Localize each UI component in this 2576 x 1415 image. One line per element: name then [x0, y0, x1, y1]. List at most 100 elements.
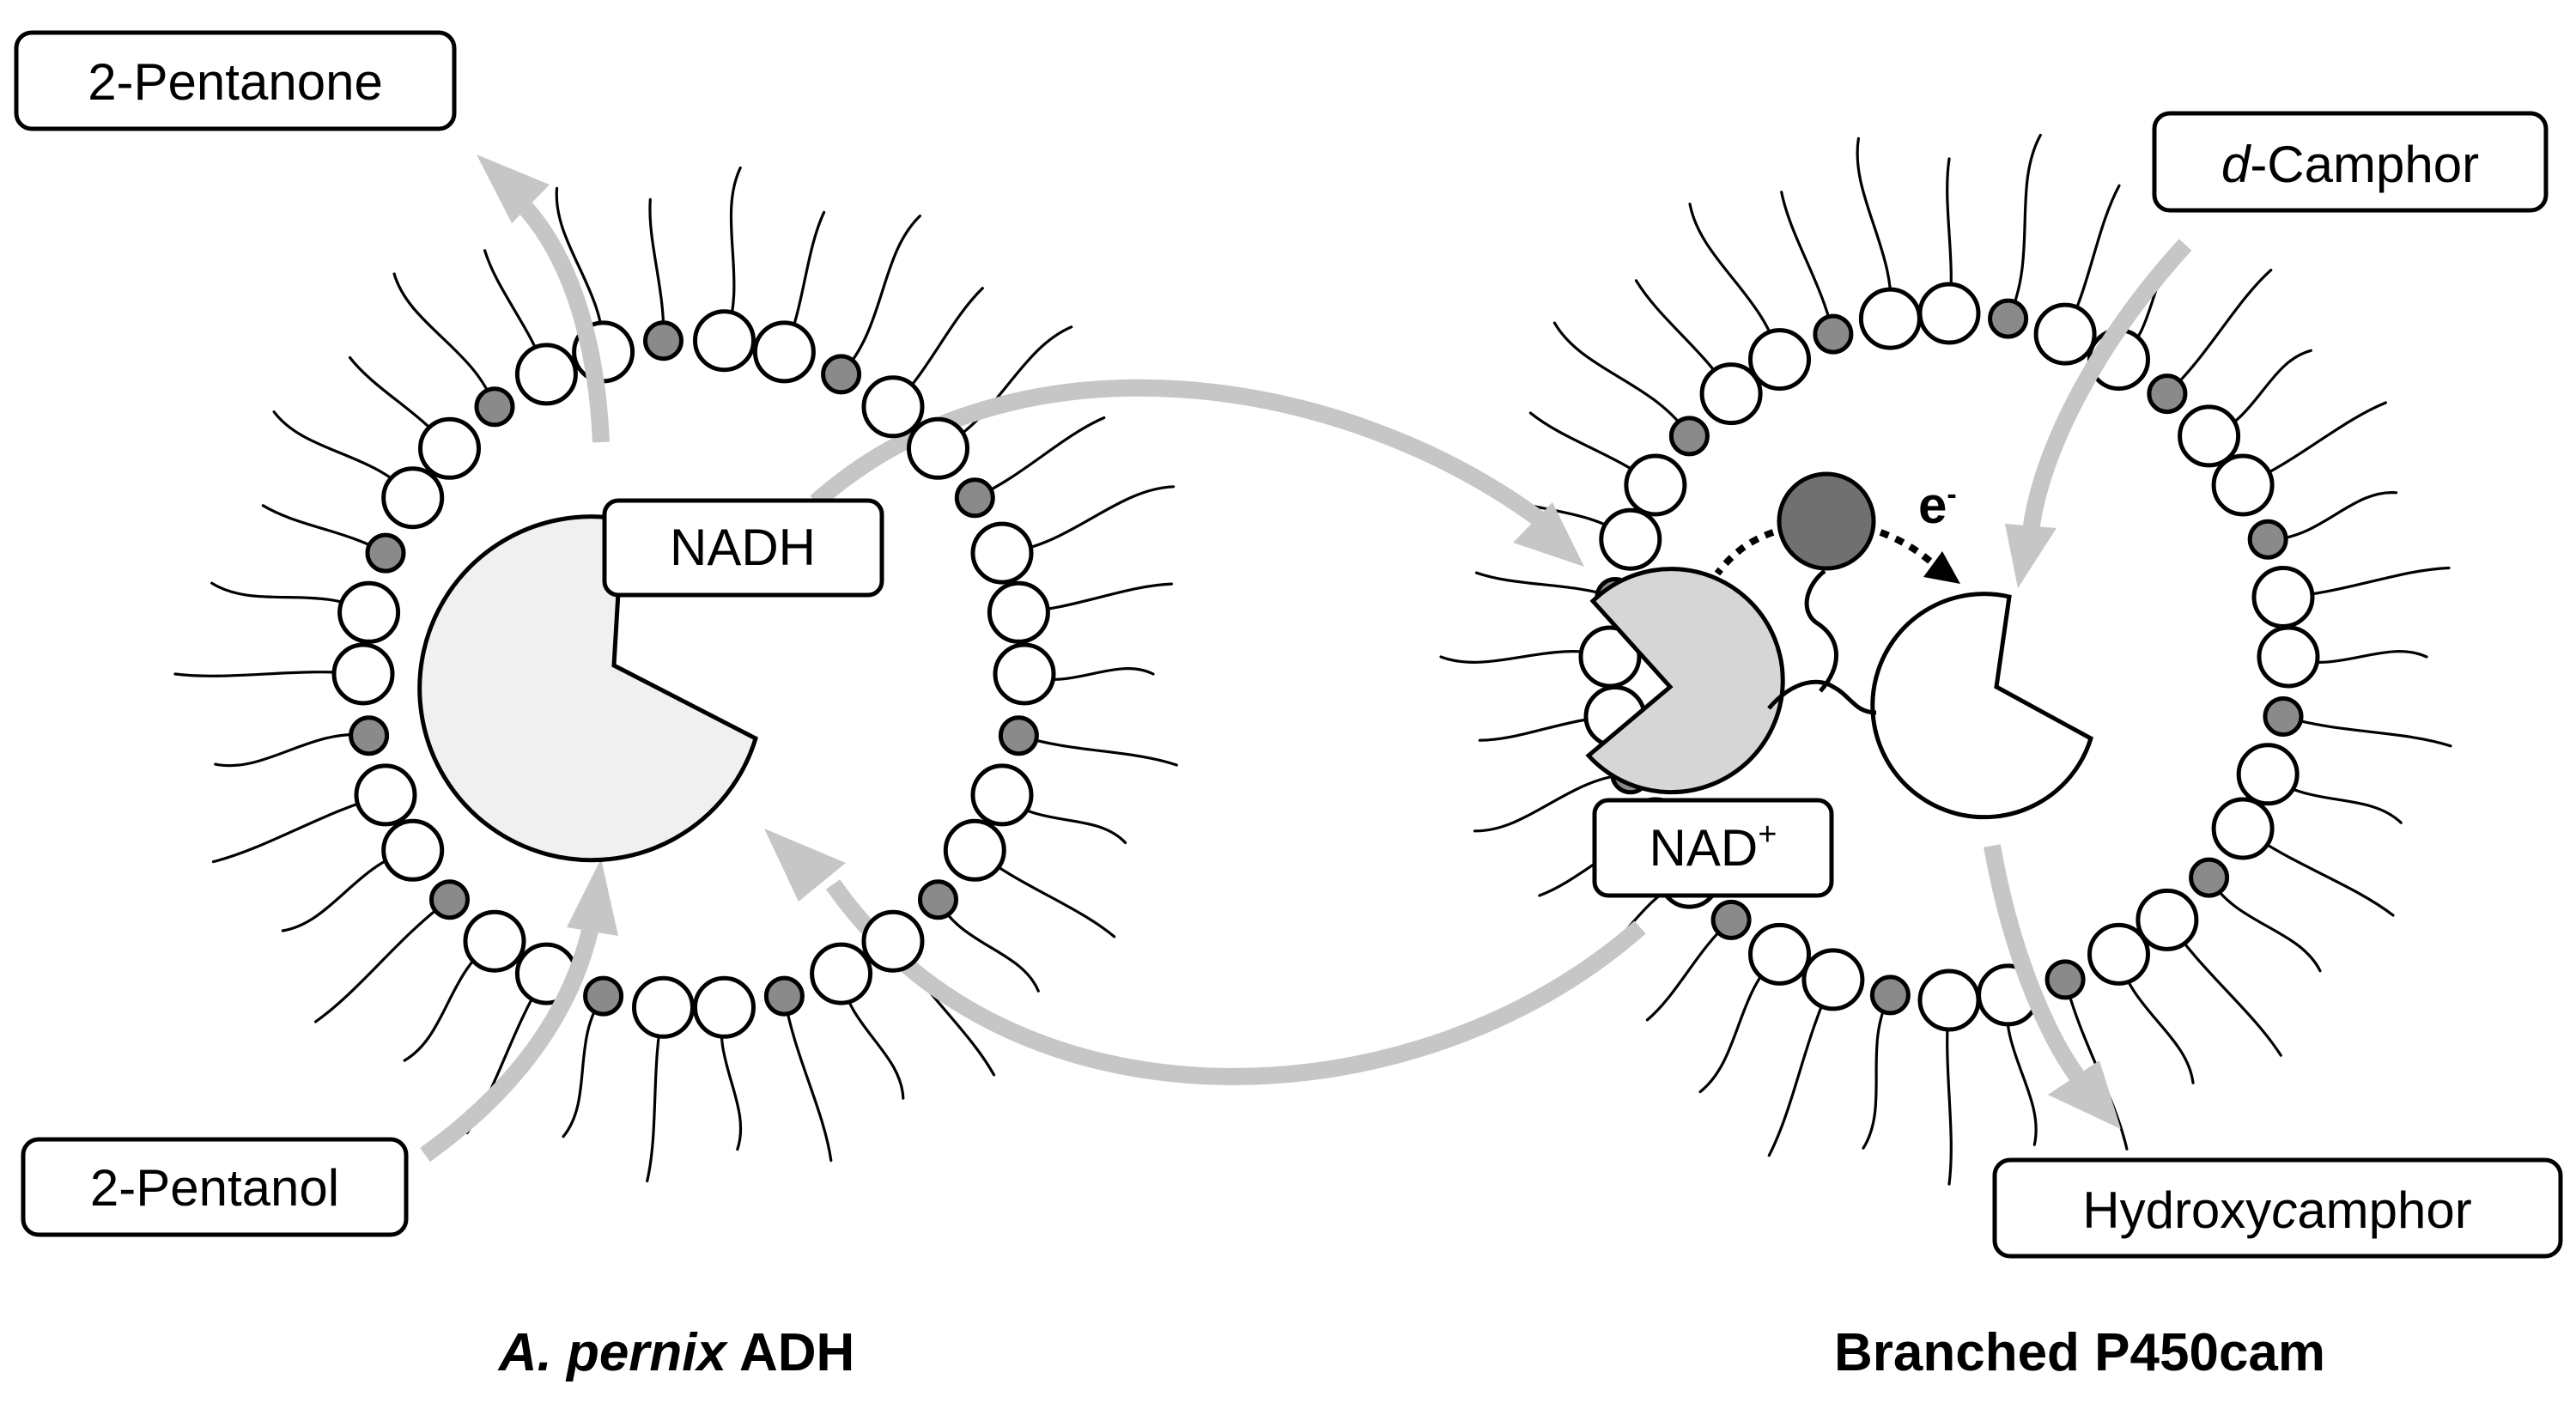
membrane-bead-white [337, 580, 401, 644]
membrane-bead-grey [998, 715, 1039, 756]
lipid-tail [648, 197, 665, 343]
membrane-bead-white [1578, 625, 1642, 689]
membrane-bead-grey [2247, 519, 2288, 560]
membrane-bead-grey [583, 975, 624, 1017]
pentanone-box [14, 30, 457, 131]
membrane-bead-white [943, 818, 1006, 882]
membrane-bead-white [2211, 797, 2275, 860]
membrane-bead-grey [1813, 313, 1854, 355]
membrane-bead-white [2236, 743, 2300, 806]
membrane-bead-grey [365, 532, 406, 574]
membrane-bead-white [987, 580, 1050, 644]
pentanone-text: 2-Pentanone [88, 53, 383, 111]
lipid-tail [1862, 993, 1892, 1150]
membrane-bead-grey [821, 354, 862, 395]
membrane-bead-white [381, 466, 445, 530]
membrane-bead-grey [918, 879, 958, 920]
membrane-bead-white [514, 343, 578, 406]
enzyme-linker [1767, 679, 1877, 715]
membrane-bead-white [2087, 922, 2150, 986]
partner-linker [1804, 569, 1838, 693]
arrow-to-adh-head [764, 829, 846, 902]
membrane-bead-grey [2147, 373, 2188, 415]
membrane-bead-white [1748, 922, 1811, 986]
membrane-bead-white [1699, 362, 1763, 426]
pacman-enzyme-icon [1870, 592, 2093, 820]
hydroxycamphor-text: Hydroxycamphor [2082, 1181, 2472, 1239]
lipid-tail [214, 732, 371, 768]
membrane-bead-grey [429, 879, 470, 920]
left-caption: A. pernix ADH [497, 1323, 855, 1382]
membrane-bead-white [1801, 948, 1865, 1011]
electron-transfer-left [1714, 529, 1775, 576]
lipid-tail [1474, 571, 1617, 599]
membrane-bead-white [810, 942, 873, 1005]
membrane-bead-white [752, 320, 816, 384]
membrane-bead-white [861, 909, 925, 973]
p450-enzyme [1870, 592, 2093, 820]
nad-label: NAD+ [1592, 798, 1834, 898]
membrane-bead-grey [763, 975, 805, 1017]
adh-enzyme [417, 514, 759, 863]
membrane-bead-white [463, 909, 526, 973]
pentanol-box [21, 1137, 409, 1237]
pacman-enzyme-icon [417, 514, 759, 863]
membrane-bead-white [632, 975, 695, 1039]
pentanone-label: 2-Pentanone [14, 30, 457, 131]
membrane-bead-grey [349, 715, 390, 756]
pentanol-text: 2-Pentanol [90, 1159, 339, 1217]
membrane-bead-white [1624, 453, 1687, 517]
right-caption: Branched P450cam [1834, 1323, 2325, 1382]
lipid-tail [2281, 714, 2452, 748]
electron-transfer-right [1879, 529, 1939, 569]
arrow-pentanol-in [420, 925, 599, 1163]
membrane-bead-white [1599, 507, 1662, 571]
lipid-tail [2266, 491, 2398, 541]
hydroxycamphor-box [1992, 1157, 2563, 1259]
membrane-bead-white [381, 818, 445, 882]
membrane-bead-white [907, 416, 969, 480]
membrane-bead-white [354, 763, 417, 827]
membrane-bead-grey [954, 477, 995, 519]
lipid-tail [1552, 321, 1691, 438]
cofactor-recycling-arrows [764, 379, 1646, 1085]
pacman-enzyme-icon [1585, 567, 1785, 795]
membrane-bead-white [2033, 302, 2097, 366]
camphor-text: d-Camphor [2221, 136, 2479, 193]
membrane-bead-white [993, 642, 1056, 706]
membrane-bead-grey [1988, 298, 2029, 339]
arrow-hydroxycamphor-out-head [2048, 1060, 2121, 1129]
membrane-bead-grey [474, 386, 515, 428]
left-vesicle-membrane [331, 309, 1056, 1039]
membrane-bead-white [693, 309, 756, 373]
lipid-tail [782, 994, 833, 1163]
lipid-tail [973, 416, 1106, 500]
nad-box [1592, 798, 1834, 898]
lipid-tail [936, 898, 1040, 993]
nadh-text: NADH [670, 519, 816, 576]
membrane-bead-white [693, 975, 756, 1039]
electron-transfer-head [1923, 551, 1960, 584]
membrane-bead-grey [2189, 857, 2230, 898]
lipid-tail [2208, 876, 2322, 973]
membrane-bead-white [2211, 453, 2275, 517]
membrane-bead-grey [643, 320, 683, 361]
membrane-bead-white [2257, 625, 2320, 689]
membrane-bead-white [1917, 282, 1981, 345]
lipid-tail [840, 214, 921, 376]
lipid-tail [392, 272, 496, 409]
arrow-to-reductase-head [1513, 502, 1584, 567]
reductase-enzyme [1585, 567, 1785, 795]
membrane-bead-grey [1710, 899, 1752, 940]
membrane-bead-white [1748, 328, 1811, 392]
membrane-bead-white [2251, 566, 2315, 629]
membrane-bead-white [1917, 969, 1981, 1032]
lipid-tail [562, 994, 605, 1139]
membrane-bead-white [418, 416, 481, 480]
membrane-bead-white [861, 375, 925, 439]
lipid-tail [1473, 773, 1632, 833]
arrow-pentanol-in-head [567, 859, 618, 936]
arrow-pentanone-out [517, 200, 610, 443]
membrane-bead-white [2136, 888, 2199, 951]
